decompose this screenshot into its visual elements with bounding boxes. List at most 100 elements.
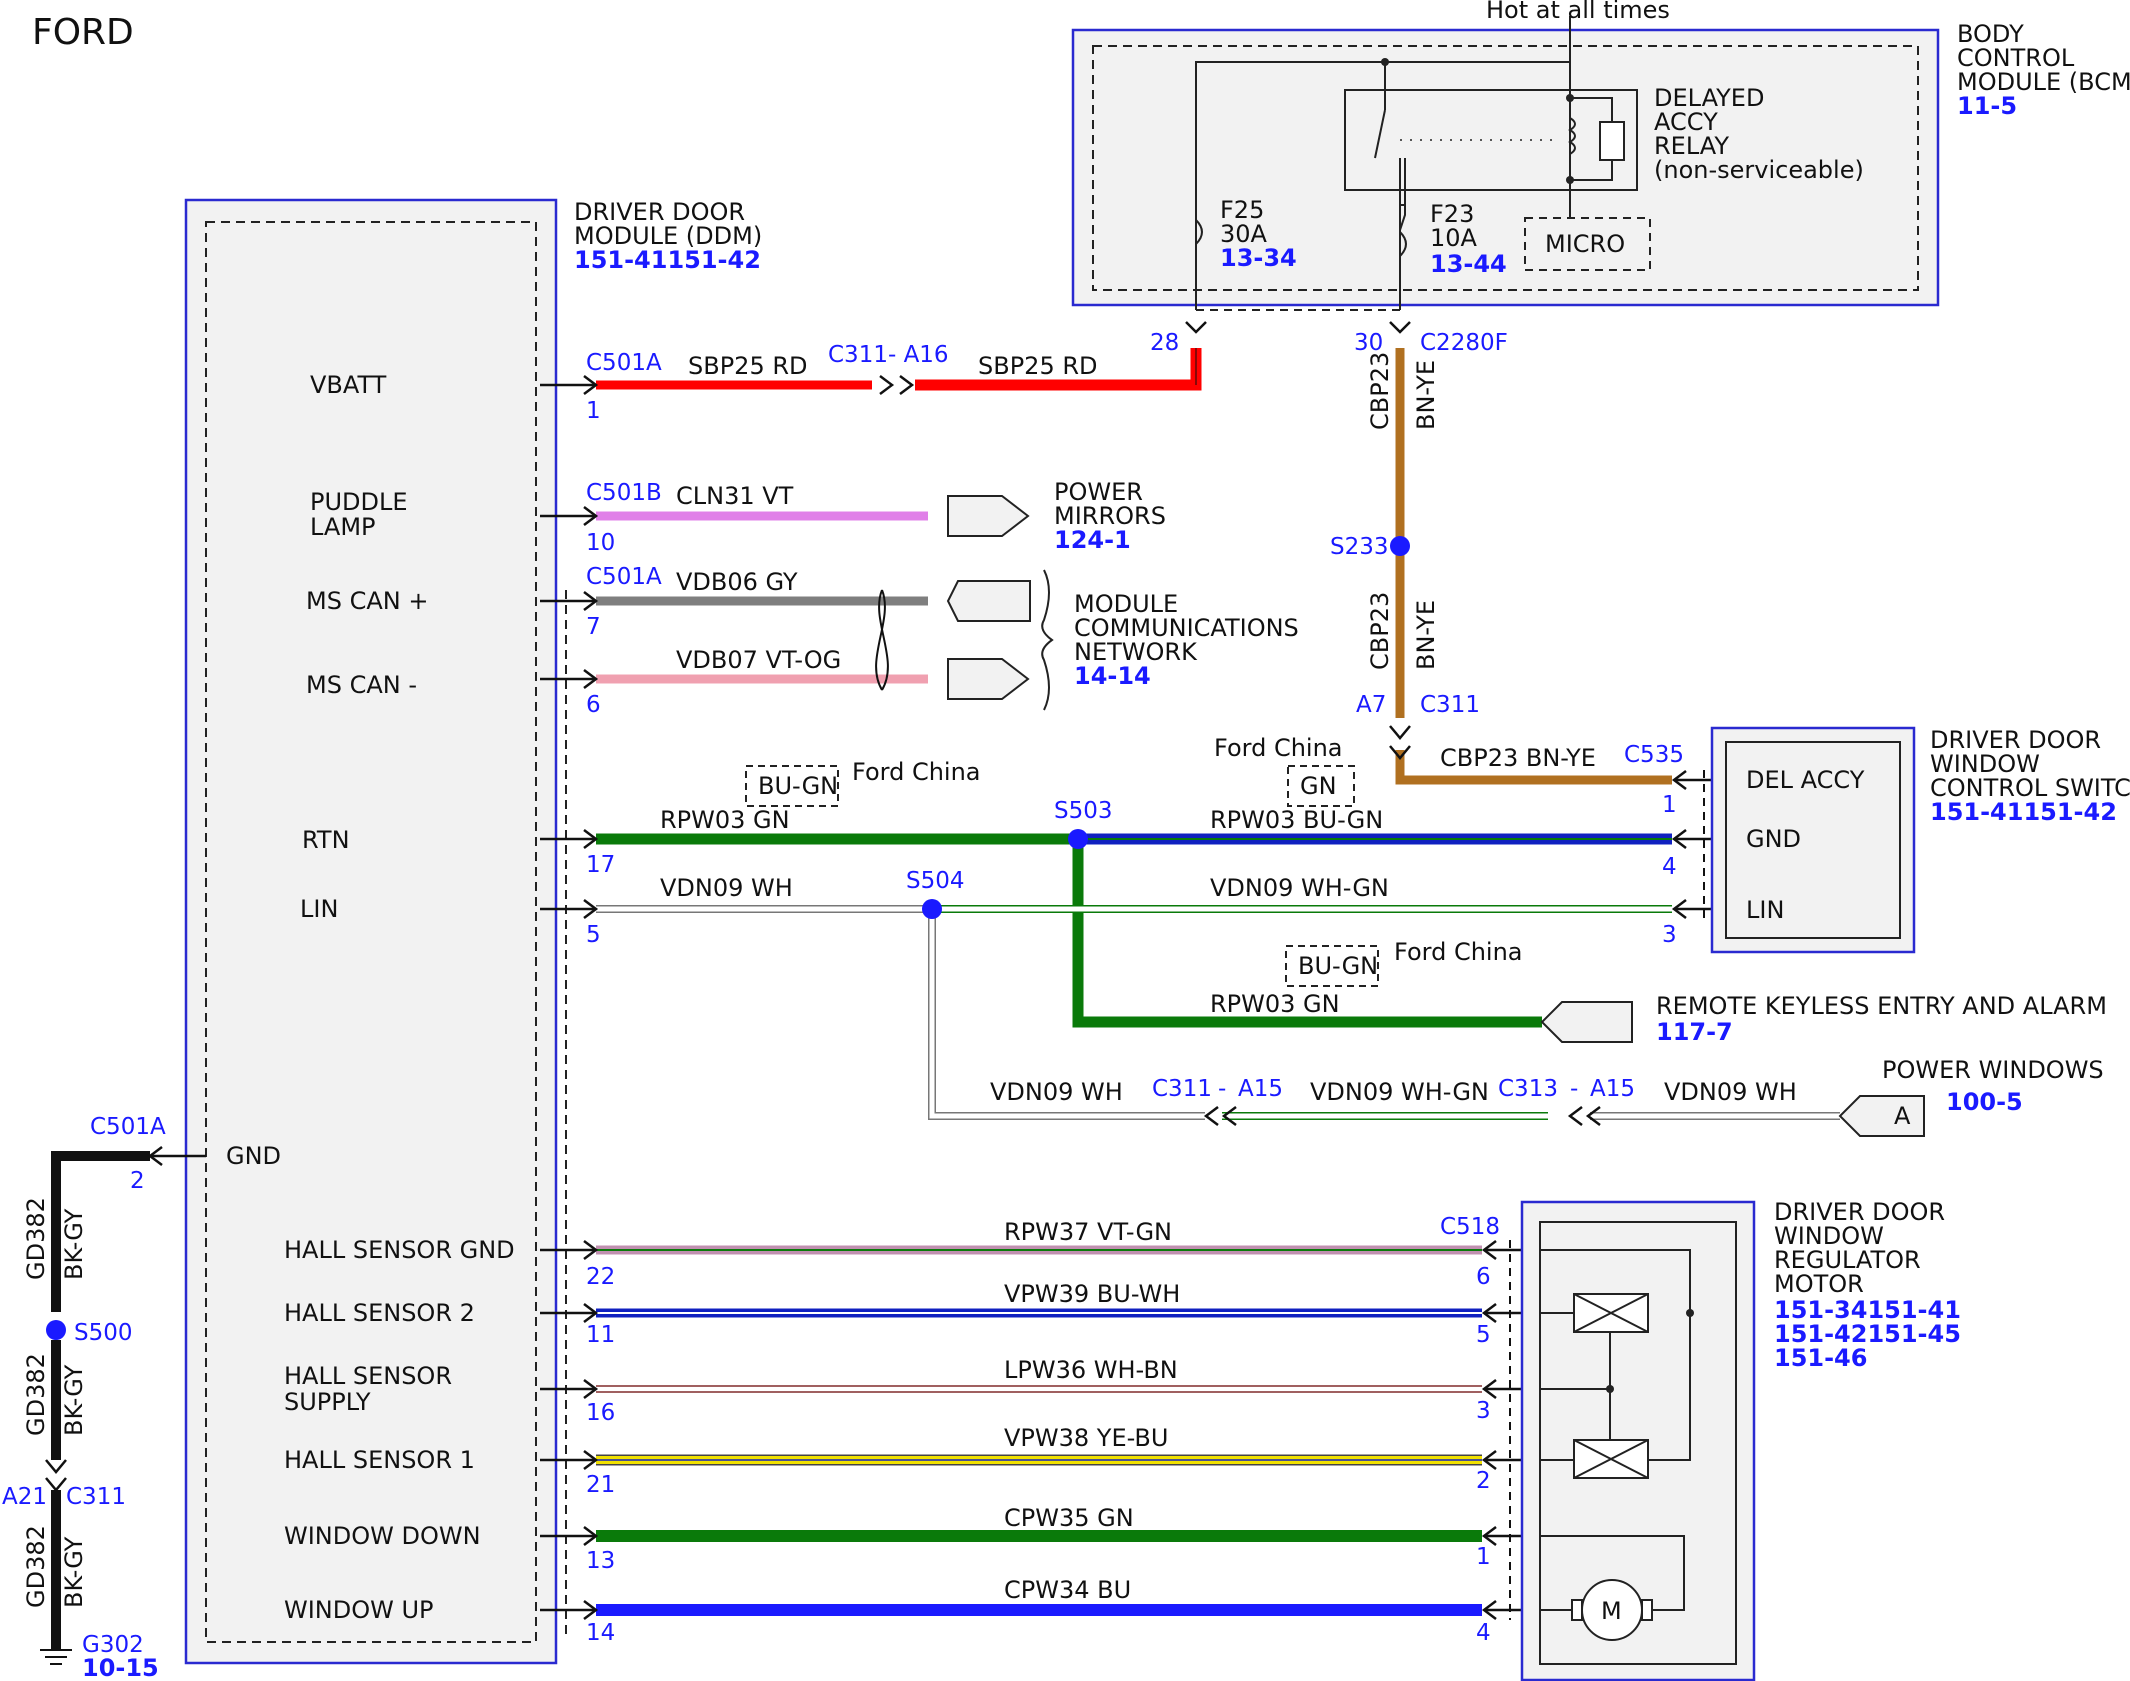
switch-pin-del-accy: DEL ACCY	[1746, 766, 1865, 794]
relay-title-1: DELAYED	[1654, 84, 1764, 112]
relay-out-2	[1399, 160, 1406, 231]
mirrors-1: POWER	[1054, 478, 1143, 506]
switch-outline	[1710, 726, 1916, 954]
motor-pin-1: 1	[1476, 1544, 1491, 1570]
pin28-label: 28	[1150, 330, 1179, 356]
gd382-2a: GD382	[22, 1353, 50, 1436]
bcm-inner-dashed	[1092, 45, 1919, 291]
bcm-module	[1071, 16, 1940, 334]
ddm-pin-label-1: PUDDLE	[310, 488, 408, 516]
gd382-2b: BK-GY	[60, 1364, 88, 1436]
motor-pin-3: 3	[1476, 1398, 1491, 1424]
wire-label-vdn09-wh: VDN09 WH	[660, 874, 793, 902]
micro-box	[1524, 217, 1651, 271]
motor-inner	[1539, 1221, 1737, 1665]
switch-module	[1710, 726, 1916, 954]
pin30-label: 30	[1354, 330, 1383, 356]
switch-pin-3: 3	[1662, 922, 1677, 948]
cbp23-v1b: BN-YE	[1412, 360, 1440, 430]
pin-5: 5	[586, 922, 601, 948]
c518-label: C518	[1440, 1214, 1500, 1240]
wire-label-sbp25-b: SBP25 RD	[978, 352, 1098, 380]
wire-label-rpw03-bugn: RPW03 BU-GN	[1210, 806, 1383, 834]
relay-title-4: (non-serviceable)	[1654, 156, 1864, 184]
c313-label: C313	[1498, 1076, 1558, 1102]
cbp23-v2a: CBP23	[1366, 592, 1394, 670]
dash-1: -	[1218, 1076, 1226, 1102]
ford-china-box-3	[1285, 945, 1379, 987]
relay-junction-dot	[1381, 58, 1389, 66]
coil-junction-dot	[1566, 94, 1574, 102]
switch-ref: 151-41151-42	[1930, 798, 2117, 826]
hall-gnd-line-2	[1648, 1313, 1691, 1461]
f25-label-2: 30A	[1220, 220, 1268, 248]
cbp23-v1a: CBP23	[1366, 352, 1394, 430]
option-ford-china-3: Ford China	[1394, 938, 1523, 966]
rke-connector-icon	[1540, 1001, 1633, 1043]
motor-ref-3: 151-46	[1774, 1344, 1867, 1372]
switch-pin-1: 1	[1662, 792, 1677, 818]
gd382-1a: GD382	[22, 1197, 50, 1280]
relay-contact	[1374, 109, 1386, 159]
motor-junction-dot	[1686, 1309, 1694, 1317]
motor-title-1: DRIVER DOOR	[1774, 1198, 1945, 1226]
c311-label-c: C311	[66, 1484, 126, 1510]
wire-label-vdn09-b: VDN09 WH-GN	[1310, 1078, 1489, 1106]
hall-sensor-2-cross	[1573, 1293, 1649, 1333]
cbp23-v2b: BN-YE	[1412, 600, 1440, 670]
splice-s504	[922, 899, 942, 919]
motor-title-4: MOTOR	[1774, 1270, 1864, 1298]
ford-china-box-1	[745, 765, 839, 807]
c501a-vbatt: C501A	[586, 350, 662, 376]
ddm-pin-label-3: MS CAN +	[306, 587, 428, 615]
ddm-pin-label-13: WINDOW DOWN	[284, 1522, 481, 1550]
ddm-title-1: DRIVER DOOR	[574, 198, 745, 226]
wire-label-cln31: CLN31 VT	[676, 482, 794, 510]
c311-label-b: C311	[1420, 692, 1480, 718]
c311-a15-label: C311	[1152, 1076, 1212, 1102]
f23-fuse-icon	[1399, 231, 1407, 257]
pin-6: 6	[586, 692, 601, 718]
s504-label: S504	[906, 868, 965, 894]
option-ford-china-1: Ford China	[852, 758, 981, 786]
a15-label-b: A15	[1590, 1076, 1635, 1102]
splice-s233	[1390, 536, 1410, 556]
wire-label-cbp23-h: CBP23 BN-YE	[1440, 744, 1596, 772]
pin-22: 22	[586, 1264, 615, 1290]
f25-fuse-icon	[1195, 219, 1203, 245]
wire-label-vdn09-c: VDN09 WH	[1664, 1078, 1797, 1106]
pin30-arrow	[1389, 321, 1411, 334]
wire-vdn09-pw	[929, 909, 1205, 1119]
g302-label: G302	[82, 1632, 144, 1658]
motor-pin-2: 2	[1476, 1468, 1491, 1494]
ddm-pin-label-12: HALL SENSOR 1	[284, 1446, 475, 1474]
c501a-gnd: C501A	[90, 1114, 166, 1140]
ddm-title-2: MODULE (DDM)	[574, 222, 762, 250]
switch-pin-lin: LIN	[1746, 896, 1784, 924]
splice-s500	[46, 1320, 66, 1340]
bcm-ref: 11-5	[1957, 92, 2017, 120]
ddm-module	[184, 198, 567, 1665]
bcm-title-2: CONTROL	[1957, 44, 2075, 72]
motor-title-3: REGULATOR	[1774, 1246, 1921, 1274]
bcm-outline	[1071, 28, 1940, 307]
switch-title-3: CONTROL SWITCH	[1930, 774, 2130, 802]
pin-17: 17	[586, 852, 615, 878]
can-3: NETWORK	[1074, 638, 1198, 666]
pw-ref: 100-5	[1946, 1088, 2023, 1116]
can-brace-icon	[1041, 569, 1054, 711]
hot-at-all-times: Hot at all times	[1486, 0, 1670, 24]
pin-13: 13	[586, 1548, 615, 1574]
s233-label: S233	[1330, 534, 1389, 560]
ford-china-box-2	[1287, 765, 1355, 807]
motor-down-line	[1540, 1535, 1685, 1611]
can-ref: 14-14	[1074, 662, 1151, 690]
ddm-pin-label-11: SUPPLY	[284, 1388, 371, 1416]
rke-title: REMOTE KEYLESS ENTRY AND ALARM	[1656, 992, 2107, 1020]
pin-1: 1	[586, 398, 601, 424]
option-gn-2: GN	[1300, 772, 1337, 800]
f25-label-1: F25	[1220, 196, 1264, 224]
pin-2: 2	[130, 1168, 145, 1194]
ddm-pin-label-10: HALL SENSOR	[284, 1362, 452, 1390]
